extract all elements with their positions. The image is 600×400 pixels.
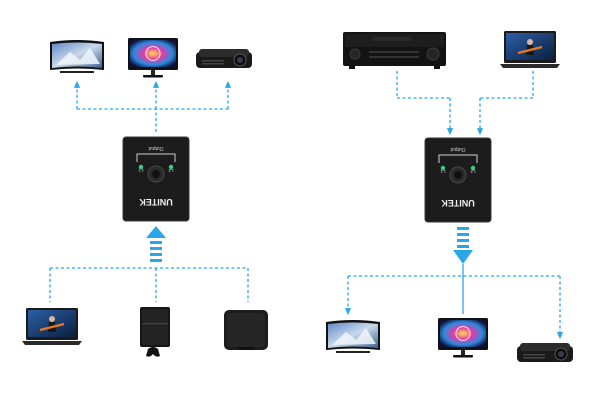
left-switch-brand: UNITEK [139, 197, 173, 207]
left-switch-box: Output L1 L2 UNITEK [122, 136, 190, 222]
left-output-connectors [73, 80, 232, 132]
monitor-icon [127, 37, 179, 79]
projector-icon [516, 342, 574, 363]
curved-tv-icon [326, 320, 380, 353]
right-output-connectors [344, 275, 564, 340]
right-switch-box: Output L1 L2 UNITEK [424, 137, 492, 223]
right-switch-port2-label: L2 [470, 169, 476, 174]
media-box-icon [224, 310, 268, 350]
left-switch-output-label: Output [148, 145, 164, 151]
right-input-connectors [396, 71, 534, 136]
av-receiver-icon [343, 32, 446, 69]
game-console-icon [140, 307, 170, 357]
right-switch-brand: UNITEK [441, 198, 475, 208]
right-diagram: Output L1 L2 UNITEK [326, 29, 574, 363]
left-input-arrow [146, 226, 166, 262]
monitor-icon [437, 317, 489, 359]
laptop-icon [498, 29, 562, 70]
right-switch-output-label: Output [450, 146, 466, 152]
laptop-icon [20, 306, 84, 347]
projector-icon [195, 48, 253, 69]
curved-tv-icon [50, 40, 104, 73]
left-switch-port2-label: L2 [168, 168, 174, 173]
left-diagram: Output L1 L2 UNITEK [20, 37, 268, 357]
left-input-connectors [49, 267, 249, 302]
right-output-arrow [453, 227, 473, 264]
right-switch-port1-label: L1 [440, 169, 446, 174]
left-switch-port1-label: L1 [138, 168, 144, 173]
